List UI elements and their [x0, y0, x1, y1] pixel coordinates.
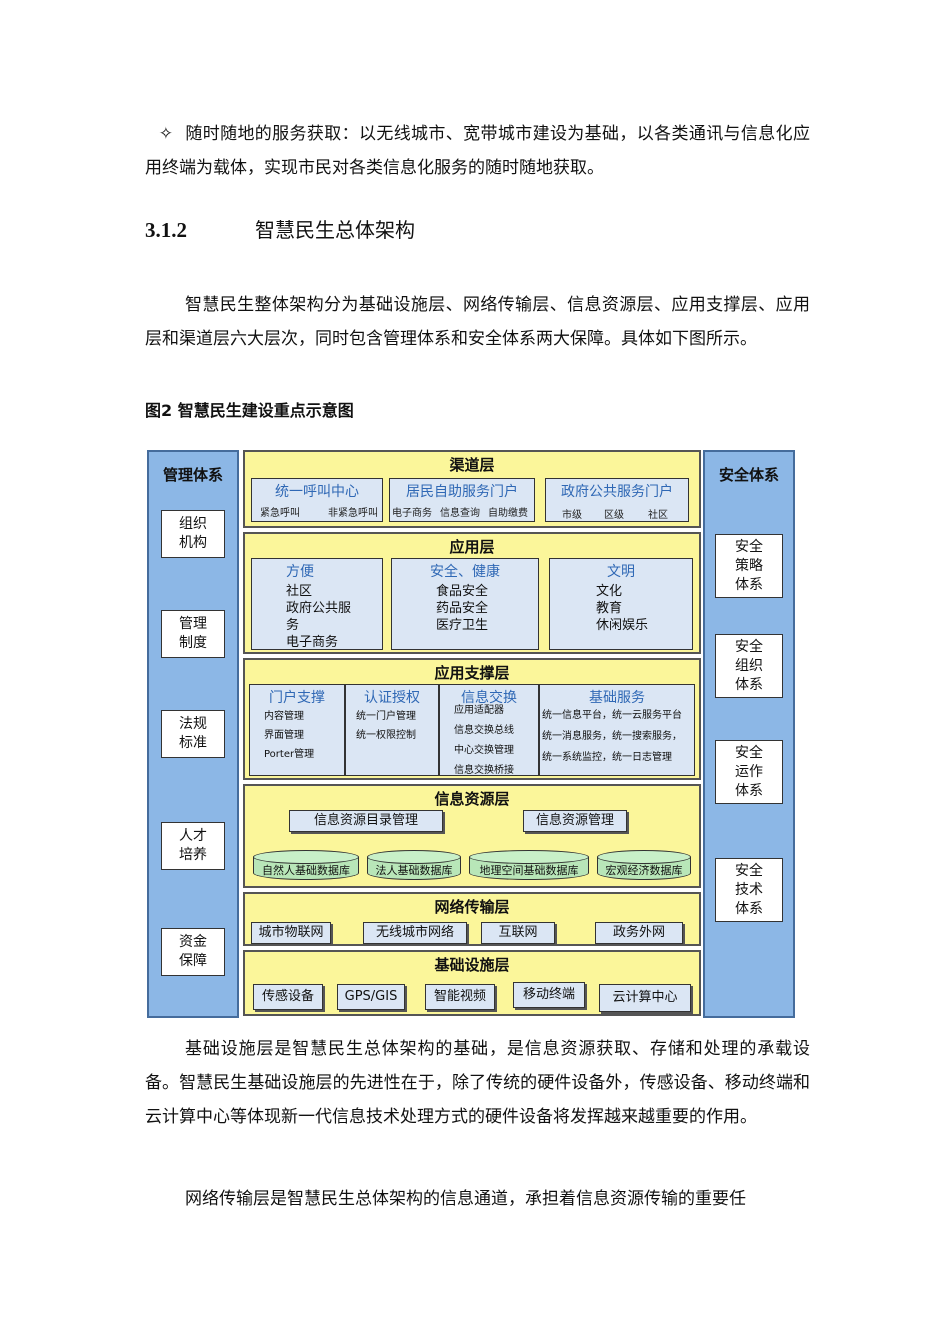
- support-box-title: 基础服务: [589, 690, 645, 706]
- network-button: 无线城市网络: [363, 922, 467, 944]
- infrastructure-layer: 基础设施层 传感设备 GPS/GIS 智能视频 移动终端 云计算中心: [243, 950, 701, 1016]
- section-heading: 3.1.2 智慧民生总体架构: [145, 214, 415, 243]
- application-box-title: 方便: [286, 564, 314, 580]
- application-layer: 应用层 方便 社区 政府公共服 务 电子商务 安全、健康 食品安全 药品安全 医…: [243, 532, 701, 654]
- network-button: 城市物联网: [251, 922, 331, 944]
- infrastructure-layer-title: 基础设施层: [434, 956, 510, 974]
- application-items: 食品安全 药品安全 医疗卫生: [436, 584, 489, 633]
- database-label: 地理空间基础数据库: [479, 864, 579, 877]
- channel-sub: 区级: [604, 510, 624, 521]
- management-item: 组织 机构: [161, 510, 225, 558]
- infrastructure-paragraph: 基础设施层是智慧民生总体架构的基础，是信息资源获取、存储和处理的承载设备。智慧民…: [145, 1039, 810, 1127]
- management-item: 管理 制度: [161, 610, 225, 658]
- bullet-paragraph: ✧随时随地的服务获取：以无线城市、宽带城市建设为基础，以各类通讯与信息化应用终端…: [145, 117, 810, 185]
- application-items: 社区 政府公共服 务 电子商务: [286, 584, 352, 650]
- database-label: 自然人基础数据库: [262, 864, 350, 877]
- support-items: 统一门户管理 统一权限控制: [356, 711, 416, 741]
- database-label: 宏观经济数据库: [605, 864, 683, 877]
- support-layer: 应用支撑层 门户支撑 内容管理 界面管理 Porter管理 认证授权 统一门户管…: [243, 658, 701, 780]
- channel-sub: 信息查询: [440, 508, 480, 519]
- channel-layer: 渠道层 统一呼叫中心 紧急呼叫 非紧急呼叫 居民自助服务门户 电子商务 信息查询…: [243, 450, 701, 528]
- database-cylinder: 法人基础数据库: [367, 850, 461, 880]
- security-item: 安全 技术 体系: [715, 858, 783, 922]
- security-item: 安全 组织 体系: [715, 634, 783, 698]
- application-items: 文化 教育 休闲娱乐: [596, 584, 649, 633]
- management-item: 人才 培养: [161, 822, 225, 870]
- channel-sub: 电子商务: [392, 508, 432, 519]
- channel-box: 统一呼叫中心 紧急呼叫 非紧急呼叫: [251, 478, 383, 522]
- management-panel: 管理体系 组织 机构 管理 制度 法规 标准 人才 培养 资金 保障: [147, 450, 239, 1018]
- channel-sub: 市级: [562, 510, 582, 521]
- network-button: 互联网: [481, 922, 555, 944]
- support-box-title: 信息交换: [461, 690, 517, 706]
- support-box: 认证授权 统一门户管理 统一权限控制: [345, 684, 439, 776]
- channel-sub: 社区: [648, 510, 668, 521]
- channel-layer-title: 渠道层: [449, 456, 495, 474]
- channel-box-title: 统一呼叫中心: [275, 484, 359, 500]
- bullet-text: 随时随地的服务获取：以无线城市、宽带城市建设为基础，以各类通讯与信息化应用终端为…: [145, 124, 810, 178]
- application-box-title: 文明: [607, 564, 635, 580]
- support-box-title: 门户支撑: [269, 690, 325, 706]
- channel-box-title: 居民自助服务门户: [406, 484, 518, 500]
- infra-button: 智能视频: [425, 984, 495, 1010]
- section-number: 3.1.2: [145, 218, 187, 242]
- channel-sub: 紧急呼叫: [260, 508, 300, 519]
- infra-button: GPS/GIS: [337, 984, 405, 1010]
- architecture-diagram: 管理体系 组织 机构 管理 制度 法规 标准 人才 培养 资金 保障 安全体系 …: [145, 448, 797, 1023]
- infra-button: 传感设备: [253, 984, 323, 1010]
- infra-button: 云计算中心: [599, 984, 691, 1012]
- channel-sub: 非紧急呼叫: [328, 508, 378, 519]
- resource-button: 信息资源管理: [523, 810, 627, 832]
- security-panel: 安全体系 安全 策略 体系 安全 组织 体系 安全 运作 体系 安全 技术 体系: [703, 450, 795, 1018]
- support-box: 门户支撑 内容管理 界面管理 Porter管理: [249, 684, 345, 776]
- channel-sub: 自助缴费: [488, 508, 528, 519]
- network-paragraph: 网络传输层是智慧民生总体架构的信息通道，承担着信息资源传输的重要任: [185, 1189, 746, 1209]
- application-box: 文明 文化 教育 休闲娱乐: [549, 558, 693, 650]
- resource-button: 信息资源目录管理: [289, 810, 443, 832]
- figure-caption: 图2 智慧民生建设重点示意图: [145, 401, 354, 420]
- security-item: 安全 策略 体系: [715, 534, 783, 598]
- management-item: 法规 标准: [161, 710, 225, 758]
- management-item: 资金 保障: [161, 928, 225, 976]
- support-box: 信息交换 应用适配器 信息交换总线 中心交换管理 信息交换桥接: [439, 684, 539, 776]
- section-title: 智慧民生总体架构: [255, 218, 415, 242]
- database-cylinder: 自然人基础数据库: [253, 850, 359, 880]
- application-box: 方便 社区 政府公共服 务 电子商务: [251, 558, 383, 650]
- infra-button: 移动终端: [513, 982, 585, 1008]
- support-items: 应用适配器 信息交换总线 中心交换管理 信息交换桥接: [454, 705, 514, 776]
- architecture-paragraph: 智慧民生整体架构分为基础设施层、网络传输层、信息资源层、应用支撑层、应用层和渠道…: [145, 295, 810, 349]
- database-cylinder: 地理空间基础数据库: [469, 850, 589, 880]
- network-layer: 网络传输层 城市物联网 无线城市网络 互联网 政务外网: [243, 892, 701, 946]
- network-button: 政务外网: [595, 922, 683, 944]
- security-item: 安全 运作 体系: [715, 740, 783, 804]
- support-box-title: 认证授权: [364, 690, 420, 706]
- resource-layer-title: 信息资源层: [434, 790, 510, 808]
- application-box-title: 安全、健康: [430, 564, 500, 580]
- channel-box: 居民自助服务门户 电子商务 信息查询 自助缴费: [389, 478, 535, 522]
- channel-box: 政府公共服务门户 市级 区级 社区: [545, 478, 689, 522]
- support-box: 基础服务 统一信息平台，统一云服务平台 统一消息服务，统一搜索服务， 统一系统监…: [539, 684, 695, 776]
- network-layer-title: 网络传输层: [434, 898, 510, 916]
- support-items: 统一信息平台，统一云服务平台 统一消息服务，统一搜索服务， 统一系统监控，统一日…: [542, 710, 682, 763]
- management-title: 管理体系: [162, 466, 223, 484]
- security-title: 安全体系: [718, 466, 779, 484]
- resource-layer: 信息资源层 信息资源目录管理 信息资源管理 自然人基础数据库 法人基础数据库 地…: [243, 784, 701, 888]
- diamond-bullet-icon: ✧: [158, 124, 173, 144]
- application-box: 安全、健康 食品安全 药品安全 医疗卫生: [391, 558, 539, 650]
- database-label: 法人基础数据库: [375, 864, 453, 877]
- channel-box-title: 政府公共服务门户: [561, 484, 673, 500]
- support-items: 内容管理 界面管理 Porter管理: [264, 711, 315, 760]
- database-cylinder: 宏观经济数据库: [597, 850, 691, 880]
- support-layer-title: 应用支撑层: [434, 664, 510, 682]
- application-layer-title: 应用层: [449, 538, 495, 556]
